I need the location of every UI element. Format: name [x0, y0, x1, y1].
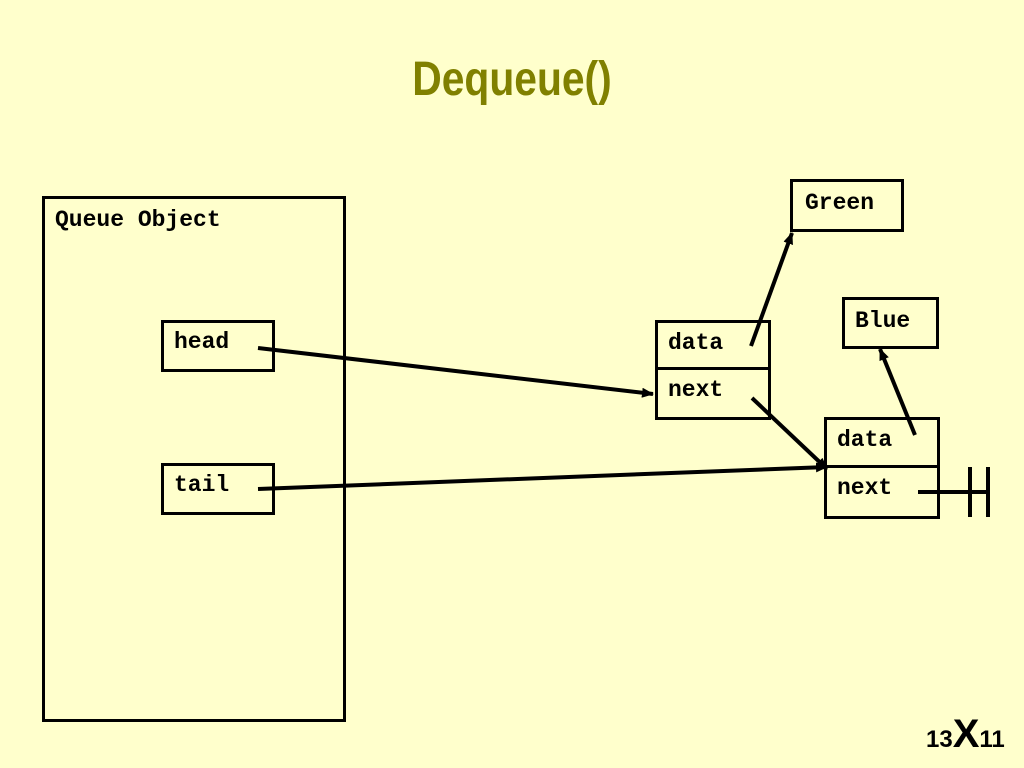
head-label: head	[174, 329, 230, 355]
slide-number-left: 13	[926, 726, 953, 753]
node-next-cell: next	[668, 377, 724, 403]
slide-number-mid: X	[952, 712, 980, 756]
queue-object-label: Queue Object	[55, 207, 221, 233]
null-terminator-icon	[918, 467, 990, 517]
tail-label: tail	[174, 472, 230, 498]
node-data-cell: data	[658, 323, 768, 370]
slide-number-right: 11	[979, 726, 1005, 753]
head-field: head	[161, 320, 275, 372]
green-value-box: Green	[790, 179, 904, 232]
next-pointer-arrow	[750, 396, 829, 471]
tail-pointer-arrow	[257, 462, 828, 491]
queue-object-box: Queue Object	[42, 196, 346, 722]
slide-number: 13X11	[926, 712, 1005, 757]
tail-field: tail	[161, 463, 275, 515]
green-data-pointer-arrow	[749, 232, 794, 347]
page-title: Dequeue()	[412, 53, 612, 106]
node-data-cell: data	[827, 420, 937, 468]
node-blue: data next	[824, 417, 940, 519]
head-pointer-arrow	[257, 346, 654, 398]
green-value-label: Green	[805, 190, 875, 216]
blue-value-box: Blue	[842, 297, 939, 349]
blue-data-pointer-arrow	[878, 348, 917, 436]
blue-value-label: Blue	[855, 308, 911, 334]
node-green: data next	[655, 320, 771, 420]
node-next-cell: next	[837, 475, 893, 501]
